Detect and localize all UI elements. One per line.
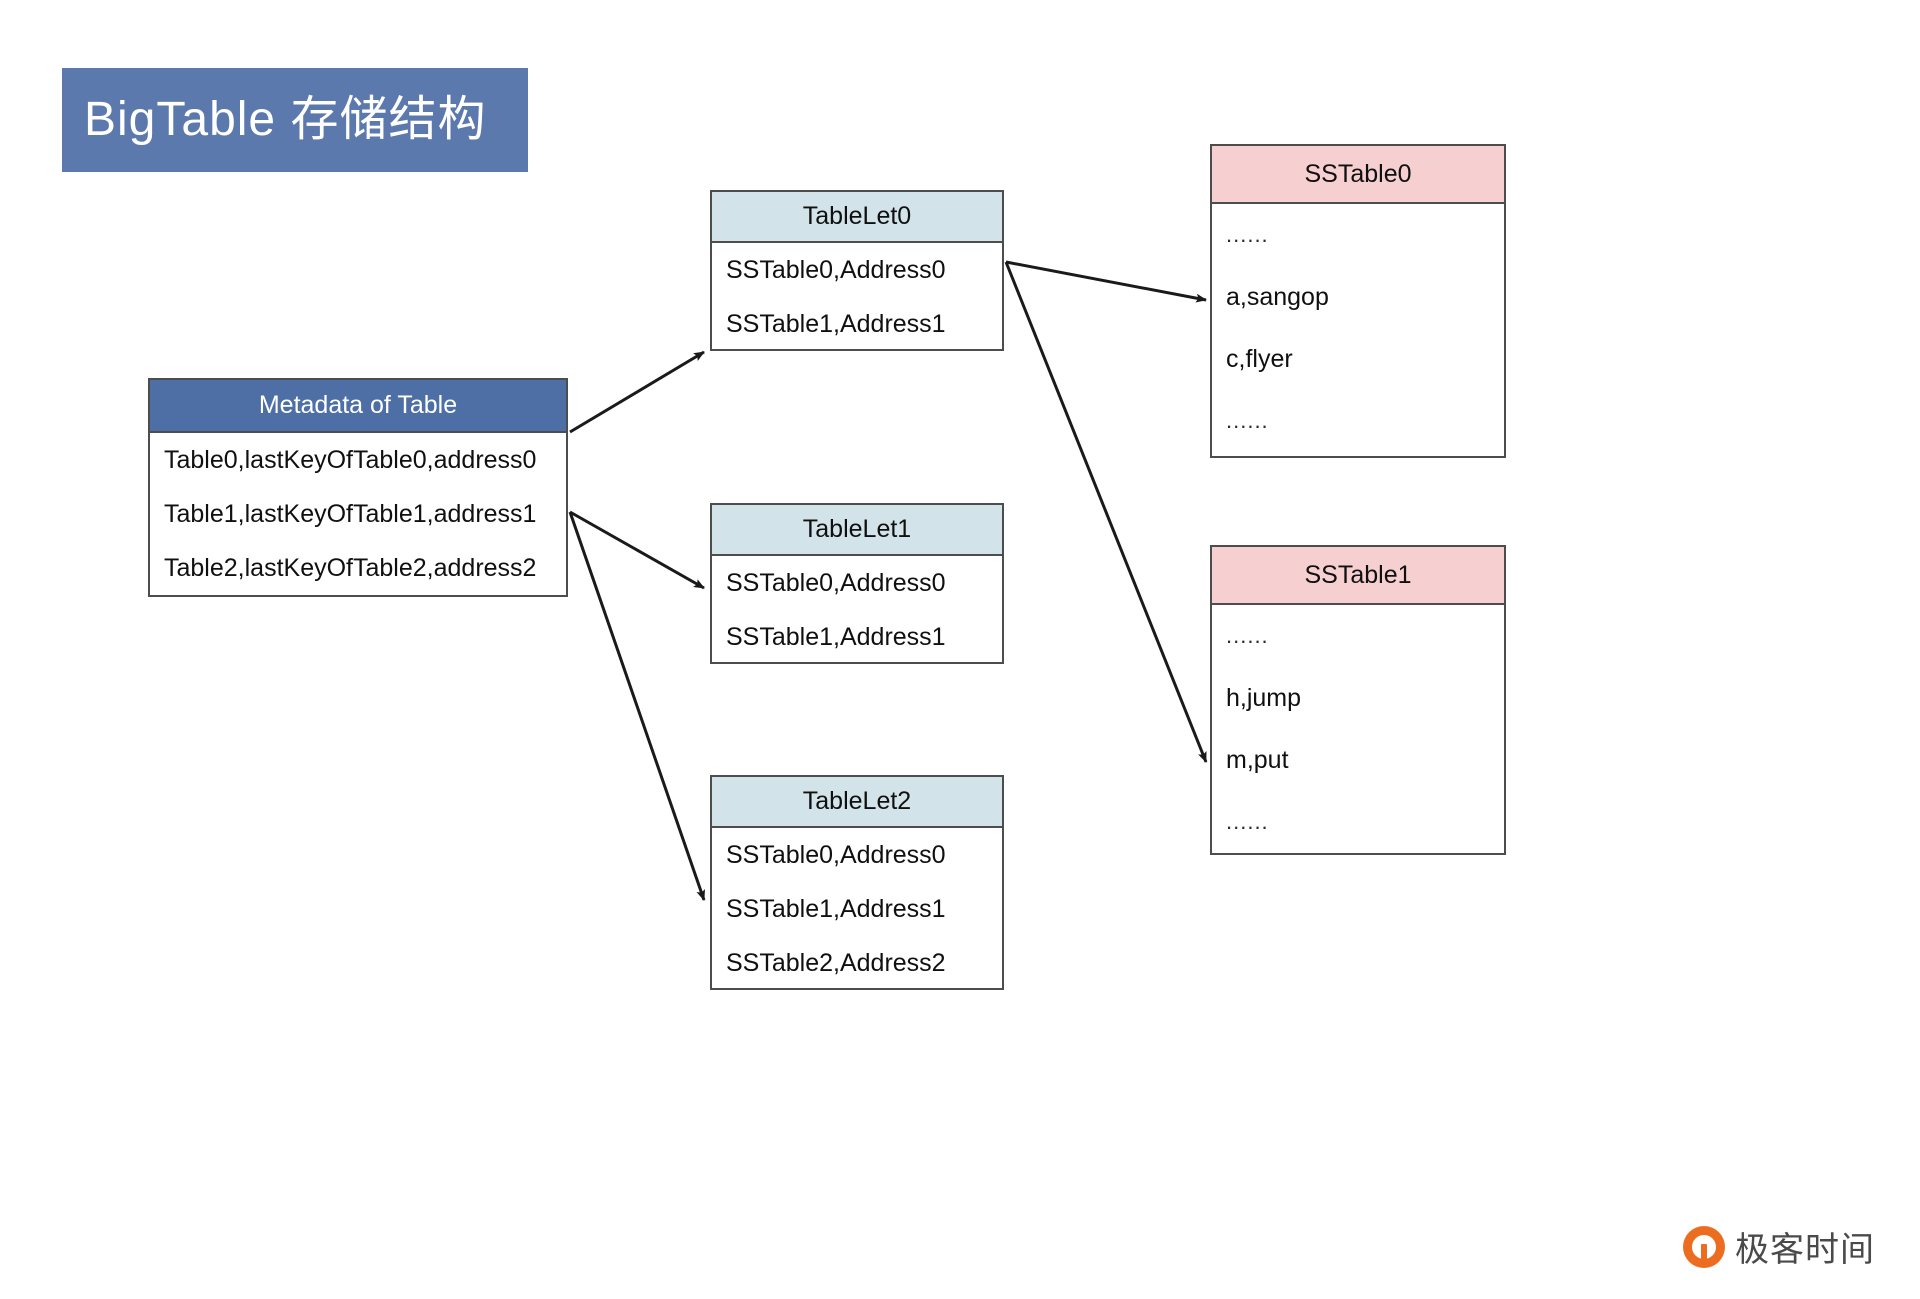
page-title: BigTable 存储结构: [84, 93, 487, 146]
tablelet1-box[interactable]: TableLet1 SSTable0,Address0 SSTable1,Add…: [710, 503, 1004, 664]
sstable1-row: m,put: [1226, 745, 1289, 774]
sstable1-body: ...... h,jump m,put ......: [1212, 605, 1504, 857]
sstable0-row: a,sangop: [1226, 282, 1329, 311]
tablelet2-box[interactable]: TableLet2 SSTable0,Address0 SSTable1,Add…: [710, 775, 1004, 990]
tablelet0-header: TableLet0: [712, 192, 1002, 243]
sstable0-body: ...... a,sangop c,flyer ......: [1212, 204, 1504, 460]
metadata-row: Table1,lastKeyOfTable1,address1: [164, 499, 537, 528]
sstable1-box[interactable]: SSTable1 ...... h,jump m,put ......: [1210, 545, 1506, 855]
tablelet2-header: TableLet2: [712, 777, 1002, 828]
sstable0-row: ......: [1226, 222, 1269, 247]
sstable0-row: c,flyer: [1226, 344, 1293, 373]
arrow-tablelet0-to-sstable0: [1005, 260, 1207, 303]
arrow-metadata-to-tablelet2: [568, 511, 706, 901]
arrow-metadata-to-tablelet0: [569, 350, 705, 434]
arrow-tablelet0-to-sstable1: [1004, 261, 1208, 763]
brand-logo: 极客时间: [1683, 1222, 1875, 1271]
tablelet2-row: SSTable2,Address2: [726, 948, 946, 977]
brand-name: 极客时间: [1735, 1231, 1875, 1269]
geektime-logo-icon: [1683, 1225, 1725, 1268]
sstable1-row: ......: [1226, 809, 1269, 834]
metadata-header: Metadata of Table: [150, 380, 566, 433]
arrow-metadata-to-tablelet1: [569, 510, 705, 590]
tablelet0-row: SSTable1,Address1: [726, 309, 946, 338]
metadata-of-table-box[interactable]: Metadata of Table Table0,lastKeyOfTable0…: [148, 378, 568, 597]
tablelet1-body: SSTable0,Address0 SSTable1,Address1: [712, 556, 1002, 664]
tablelet0-row: SSTable0,Address0: [726, 255, 946, 284]
metadata-row: Table0,lastKeyOfTable0,address0: [164, 445, 537, 474]
tablelet1-row: SSTable1,Address1: [726, 622, 946, 651]
tablelet2-row: SSTable0,Address0: [726, 840, 946, 869]
tablelet2-body: SSTable0,Address0 SSTable1,Address1 SSTa…: [712, 828, 1002, 990]
metadata-row: Table2,lastKeyOfTable2,address2: [164, 553, 537, 582]
tablelet0-body: SSTable0,Address0 SSTable1,Address1: [712, 243, 1002, 351]
sstable1-header: SSTable1: [1212, 547, 1504, 605]
sstable0-box[interactable]: SSTable0 ...... a,sangop c,flyer ......: [1210, 144, 1506, 458]
tablelet0-box[interactable]: TableLet0 SSTable0,Address0 SSTable1,Add…: [710, 190, 1004, 351]
metadata-body: Table0,lastKeyOfTable0,address0 Table1,l…: [150, 433, 566, 595]
tablelet1-header: TableLet1: [712, 505, 1002, 556]
sstable0-row: ......: [1226, 408, 1269, 433]
sstable1-row: ......: [1226, 623, 1269, 648]
sstable0-header: SSTable0: [1212, 146, 1504, 204]
page-title-banner: BigTable 存储结构: [62, 68, 528, 172]
tablelet2-row: SSTable1,Address1: [726, 894, 946, 923]
tablelet1-row: SSTable0,Address0: [726, 568, 946, 597]
sstable1-row: h,jump: [1226, 683, 1302, 712]
